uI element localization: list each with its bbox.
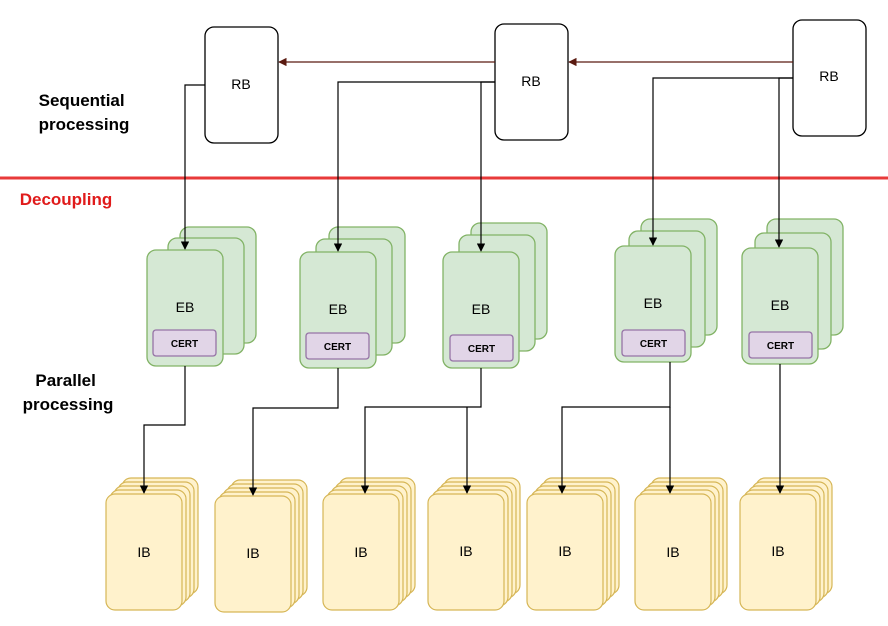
cert-badge-2	[305, 332, 370, 360]
eb-4-label: EB	[644, 295, 663, 311]
ib-stack-2: IB	[214, 479, 308, 613]
eb-3-label: EB	[472, 301, 491, 317]
cert-badge-1	[152, 329, 217, 357]
ib-2-label: IB	[246, 545, 259, 561]
connector-rb1-eb1	[180, 84, 205, 250]
parallel-processing-label: Parallel processing	[23, 371, 114, 414]
cert-badge-5	[748, 331, 813, 359]
rb-box-2-label: RB	[521, 73, 540, 89]
connector-rb3-eb5	[774, 77, 793, 248]
eb-stack-4: EB CERT	[614, 218, 718, 363]
eb-stack-5: EB CERT	[741, 218, 844, 365]
eb-5-label: EB	[771, 297, 790, 313]
parallel-label-line1: Parallel	[35, 371, 96, 390]
connector-rb2-eb3	[476, 81, 495, 252]
sequential-label-line2: processing	[39, 115, 130, 134]
cert-badge-2-label: CERT	[324, 342, 351, 353]
ib-1-label: IB	[137, 544, 150, 560]
ib-stack-1: IB	[105, 477, 199, 611]
decoupling-label: Decoupling	[20, 190, 113, 209]
cert-badge-4	[621, 329, 686, 357]
ib-stack-4: IB	[427, 477, 521, 611]
parallel-label-line2: processing	[23, 395, 114, 414]
ib-7-label: IB	[771, 543, 784, 559]
ib-5-label: IB	[558, 543, 571, 559]
connector-rb2-eb2	[333, 81, 495, 252]
cert-badge-3	[449, 334, 514, 362]
ib-stack-7: IB	[739, 477, 833, 611]
rb-box-3: RB	[792, 19, 867, 137]
cert-badge-3-label: CERT	[468, 344, 495, 355]
cert-badge-4-label: CERT	[640, 339, 667, 350]
eb-2-label: EB	[329, 301, 348, 317]
ib-stack-5: IB	[526, 477, 620, 611]
rb-box-2: RB	[494, 23, 569, 141]
connector-eb3-ib3	[360, 368, 482, 494]
ib-6-label: IB	[666, 544, 679, 560]
eb-stack-2: EB CERT	[299, 226, 406, 369]
cert-badge-5-label: CERT	[767, 341, 794, 352]
rb-box-3-label: RB	[819, 68, 838, 84]
sequential-label-line1: Sequential	[39, 91, 125, 110]
sequential-processing-label: Sequential processing	[39, 91, 130, 134]
ib-stack-6: IB	[634, 477, 728, 611]
connector-eb2-ib2	[248, 368, 339, 496]
ib-4-label: IB	[459, 543, 472, 559]
ib-stack-3: IB	[322, 477, 416, 611]
rb-box-1: RB	[204, 26, 279, 144]
eb-stack-3: EB CERT	[442, 222, 548, 369]
eb-1-label: EB	[176, 299, 195, 315]
eb-stack-1: EB CERT	[146, 226, 257, 367]
rb-box-1-label: RB	[231, 76, 250, 92]
connector-eb4-ib5	[557, 362, 671, 494]
cert-badge-1-label: CERT	[171, 339, 198, 350]
connector-eb1-ib1	[139, 366, 186, 494]
connector-rb3-eb4	[648, 77, 793, 246]
ib-3-label: IB	[354, 544, 367, 560]
